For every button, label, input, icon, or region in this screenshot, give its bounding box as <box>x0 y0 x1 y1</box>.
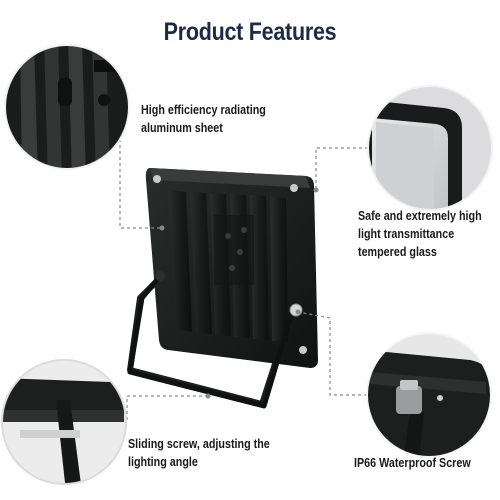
callout-dot <box>295 309 301 315</box>
feature-caption-tempered-glass: Safe and extremely high light transmitta… <box>358 209 482 259</box>
feature-caption-radiating-sheet: High efficiency radiating aluminum sheet <box>141 103 266 135</box>
callout-dot <box>159 225 165 231</box>
heat-sink-fins <box>168 190 288 342</box>
page-title: Product Features <box>163 18 337 46</box>
callout-lines <box>119 106 368 420</box>
detail-heat-sink <box>4 44 130 170</box>
feature-caption-waterproof-screw: IP66 Waterproof Screw <box>354 456 471 470</box>
feature-caption-sliding-screw: Sliding screw, adjusting the lighting an… <box>128 437 270 469</box>
detail-sliding-screw <box>1 359 127 485</box>
detail-tempered-glass <box>367 85 493 211</box>
floodlight-body <box>127 168 318 409</box>
callout-dot <box>205 393 211 399</box>
callout-dot <box>313 187 319 193</box>
detail-waterproof-screw <box>366 332 492 458</box>
